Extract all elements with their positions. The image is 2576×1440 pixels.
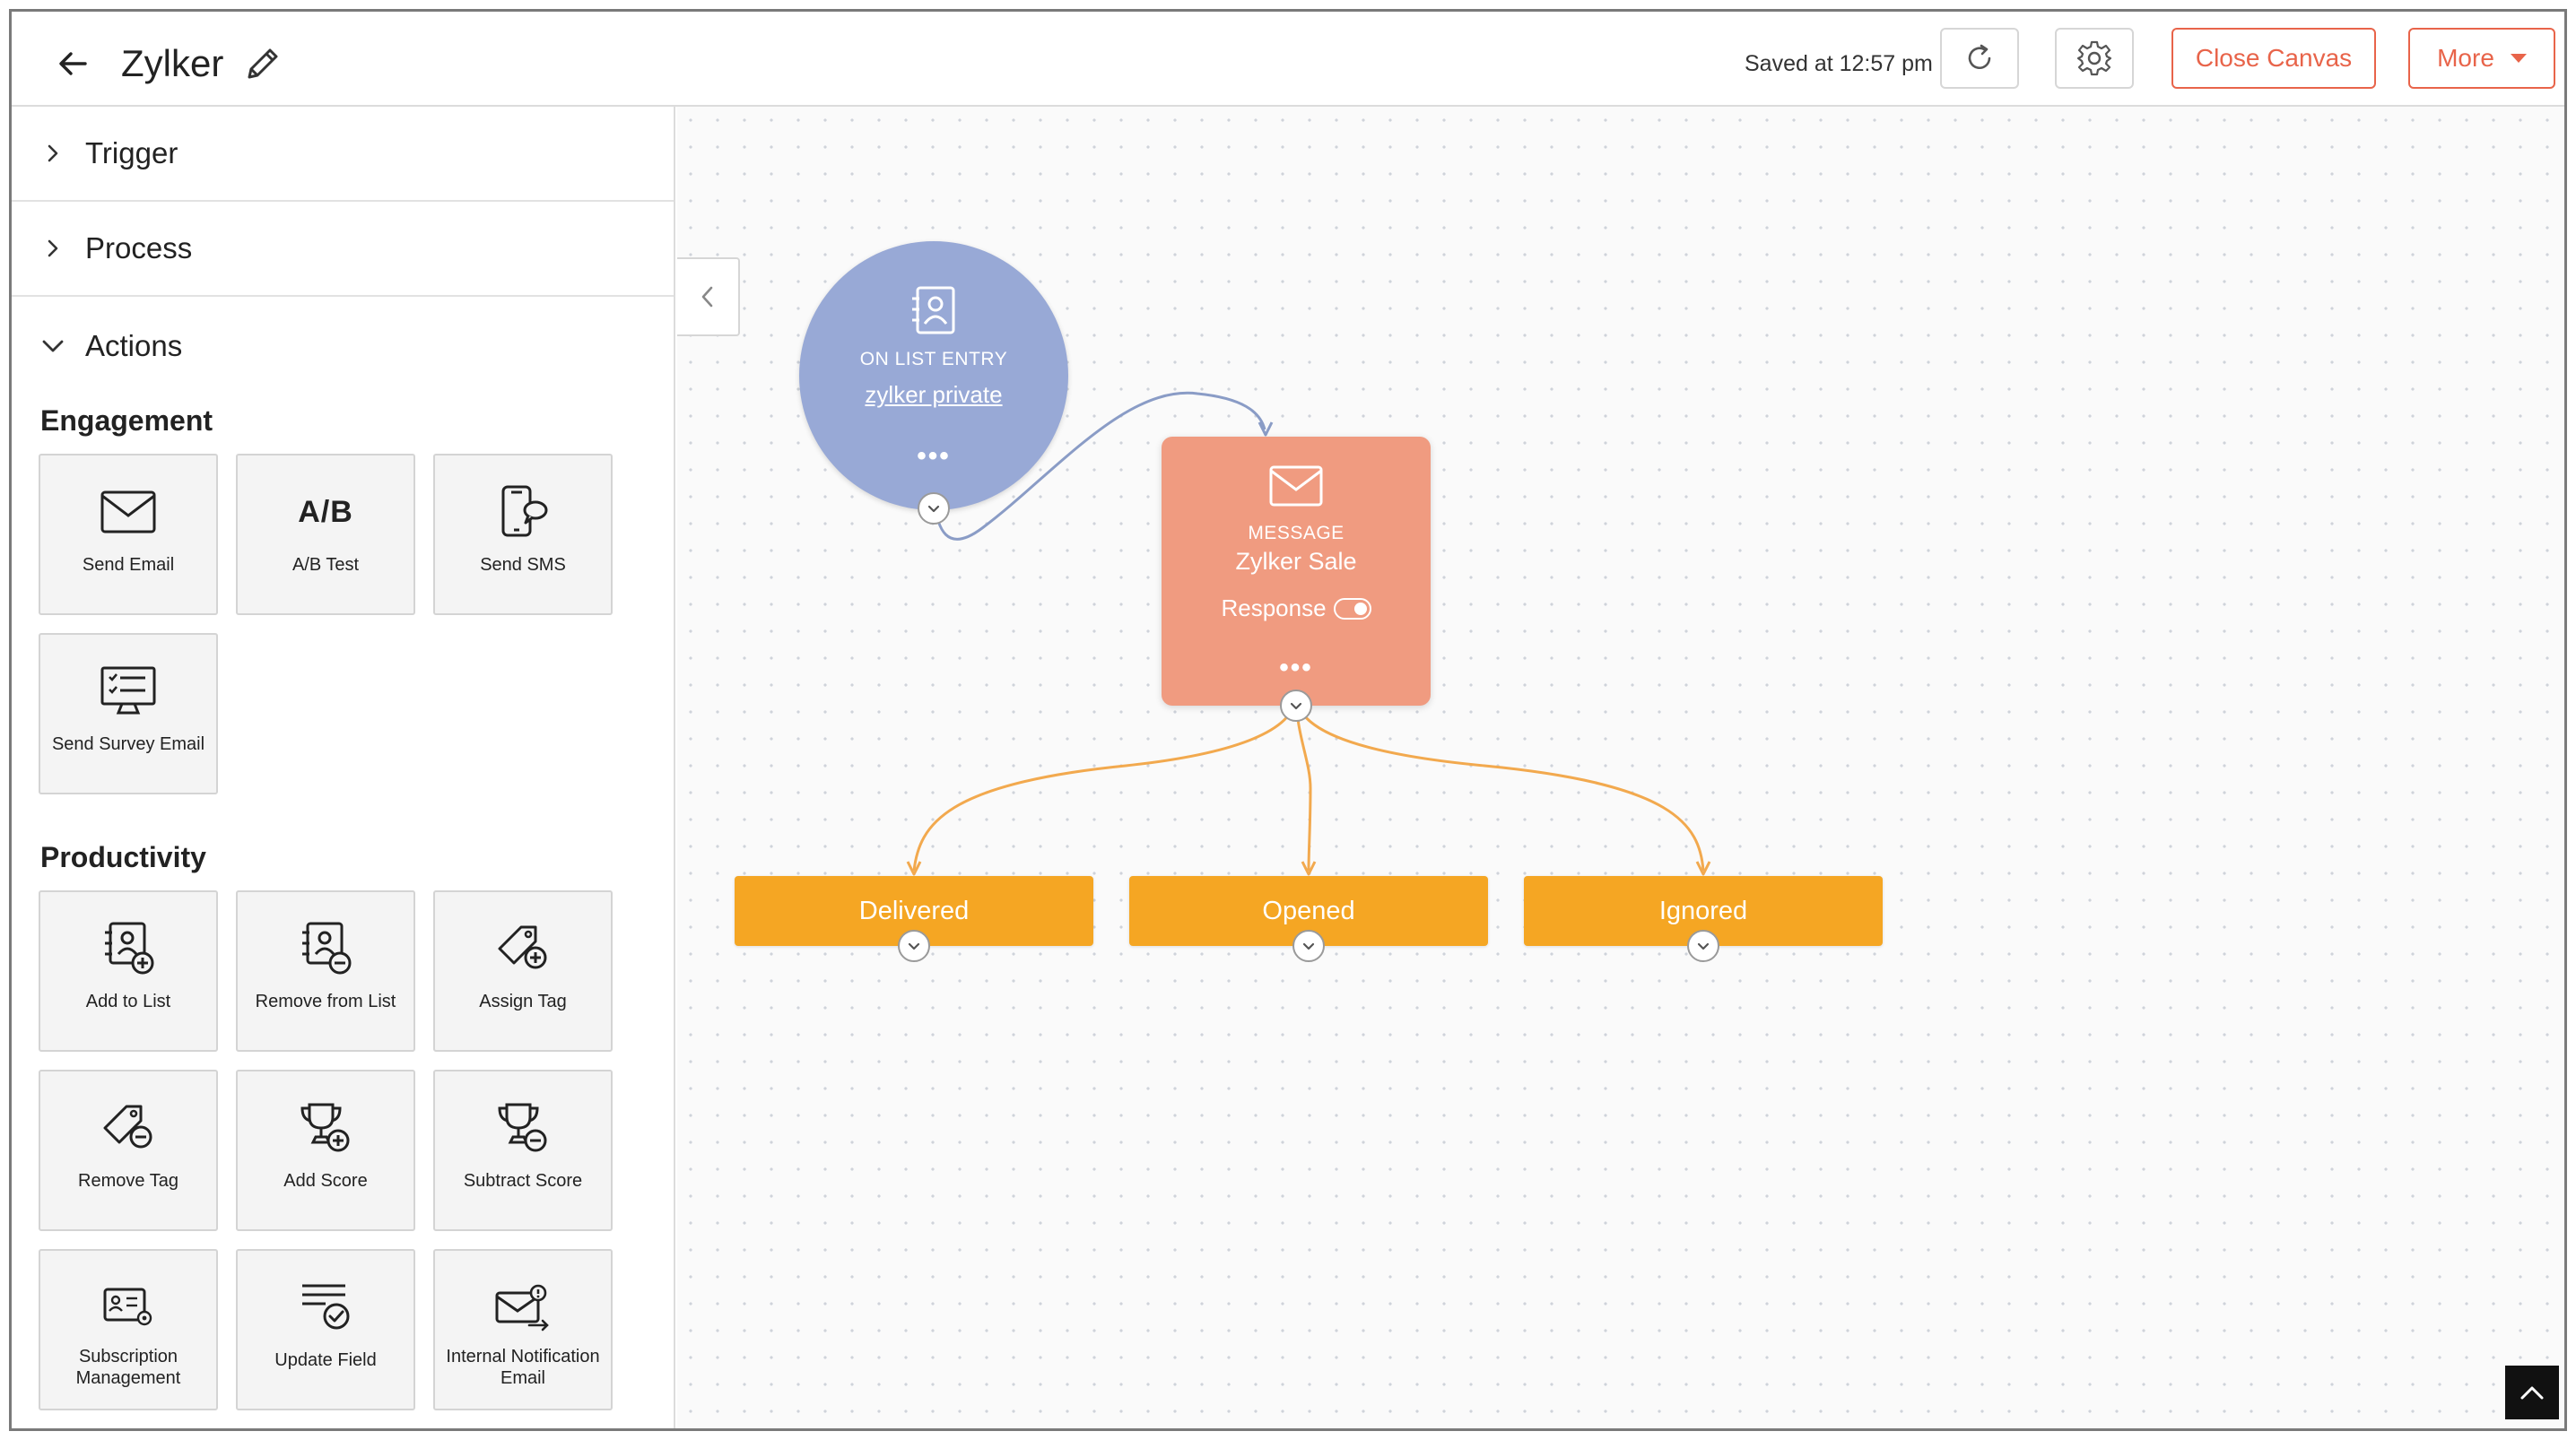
scroll-to-top-button[interactable]	[2505, 1366, 2559, 1419]
tile-subtract-score[interactable]: Subtract Score	[433, 1070, 613, 1231]
refresh-icon	[1968, 44, 1991, 70]
message-action-node[interactable]: MESSAGE Zylker Sale Response •••	[1162, 437, 1431, 706]
more-label: More	[2437, 44, 2494, 72]
chevron-down-icon	[1697, 942, 1710, 950]
pencil-icon[interactable]	[238, 39, 288, 89]
response-row: Response	[1162, 594, 1431, 622]
tile-subscription-management[interactable]: Subscription Management	[39, 1249, 218, 1410]
chevron-left-icon	[701, 286, 713, 308]
group-title-productivity: Productivity	[40, 841, 206, 873]
subscription-card-icon	[97, 1276, 160, 1339]
section-actions[interactable]: Actions	[12, 297, 674, 395]
workflow-title: Zylker	[121, 42, 224, 84]
group-title-engagement: Engagement	[40, 404, 213, 437]
envelope-icon	[1267, 464, 1325, 514]
subtract-trophy-icon	[492, 1097, 554, 1159]
tile-send-email[interactable]: Send Email	[39, 454, 218, 615]
caret-down-icon	[2510, 54, 2527, 63]
more-dropdown-button[interactable]: More	[2408, 28, 2555, 89]
phone-message-icon	[492, 481, 554, 543]
notification-email-icon	[492, 1276, 554, 1339]
section-label: Actions	[85, 329, 183, 362]
tile-send-sms[interactable]: Send SMS	[433, 454, 613, 615]
top-bar: Zylker Saved at 12:57 pm Close Canvas Mo…	[12, 12, 2564, 107]
tile-assign-tag[interactable]: Assign Tag	[433, 890, 613, 1052]
back-arrow-icon[interactable]	[48, 39, 98, 89]
tile-remove-from-list[interactable]: Remove from List	[236, 890, 415, 1052]
app-window: Zylker Saved at 12:57 pm Close Canvas Mo…	[9, 9, 2567, 1431]
envelope-icon	[97, 481, 160, 543]
tile-remove-tag[interactable]: Remove Tag	[39, 1070, 218, 1231]
entry-node-label: ON LIST ENTRY	[859, 349, 1008, 369]
section-label: Trigger	[85, 136, 178, 169]
section-label: Process	[85, 231, 193, 265]
entry-node-expand-toggle[interactable]	[918, 492, 950, 525]
ignored-expand-toggle[interactable]	[1687, 930, 1719, 962]
add-tag-icon	[492, 917, 554, 980]
contact-list-icon	[905, 282, 962, 340]
settings-button[interactable]	[2055, 28, 2134, 89]
productivity-tiles: Add to List Remove from List Assign Tag …	[12, 890, 674, 1410]
remove-tag-icon	[97, 1097, 160, 1159]
tile-update-field[interactable]: Update Field	[236, 1249, 415, 1410]
delivered-expand-toggle[interactable]	[898, 930, 930, 962]
chevron-down-icon	[39, 332, 67, 360]
chevron-down-icon	[1290, 702, 1302, 710]
tile-ab-test[interactable]: A/B A/B Test	[236, 454, 415, 615]
remove-contact-list-icon	[294, 917, 357, 980]
section-trigger[interactable]: Trigger	[12, 107, 674, 202]
opened-expand-toggle[interactable]	[1292, 930, 1325, 962]
add-contact-list-icon	[97, 917, 160, 980]
workflow-canvas[interactable]: ON LIST ENTRY zylker private ••• MESSAGE…	[677, 107, 2564, 1428]
message-node-name: Zylker Sale	[1235, 548, 1357, 575]
chevron-down-icon	[908, 942, 920, 950]
chevron-right-icon	[39, 234, 67, 263]
tile-add-to-list[interactable]: Add to List	[39, 890, 218, 1052]
refresh-button[interactable]	[1940, 28, 2019, 89]
chevron-down-icon	[927, 505, 940, 513]
add-trophy-icon	[294, 1097, 357, 1159]
message-node-label: MESSAGE	[1248, 523, 1345, 543]
survey-monitor-icon	[97, 660, 160, 723]
saved-status: Saved at 12:57 pm	[1745, 51, 1933, 76]
engagement-tiles: Send Email A/B A/B Test Send SMS Send Su…	[12, 454, 674, 794]
tile-internal-notification-email[interactable]: Internal Notification Email	[433, 1249, 613, 1410]
tile-send-survey-email[interactable]: Send Survey Email	[39, 633, 218, 794]
chevron-down-icon	[1302, 942, 1315, 950]
tile-add-score[interactable]: Add Score	[236, 1070, 415, 1231]
close-canvas-button[interactable]: Close Canvas	[2171, 28, 2376, 89]
message-node-expand-toggle[interactable]	[1280, 690, 1312, 722]
chevron-right-icon	[39, 139, 67, 168]
chevron-up-icon	[2520, 1386, 2544, 1400]
message-node-more-dots[interactable]: •••	[1279, 653, 1313, 682]
entry-node-more-dots[interactable]: •••	[917, 441, 951, 471]
update-field-icon	[294, 1276, 357, 1339]
ab-test-icon: A/B	[298, 494, 353, 529]
section-process[interactable]: Process	[12, 202, 674, 297]
response-label: Response	[1221, 594, 1327, 621]
component-sidebar: Trigger Process Actions Engagement Send …	[12, 107, 675, 1428]
list-entry-trigger-node[interactable]: ON LIST ENTRY zylker private •••	[799, 241, 1068, 510]
gear-icon	[2076, 40, 2112, 76]
response-toggle[interactable]	[1333, 597, 1371, 620]
entry-list-link[interactable]: zylker private	[865, 381, 1003, 408]
collapse-sidebar-button[interactable]	[677, 257, 740, 336]
